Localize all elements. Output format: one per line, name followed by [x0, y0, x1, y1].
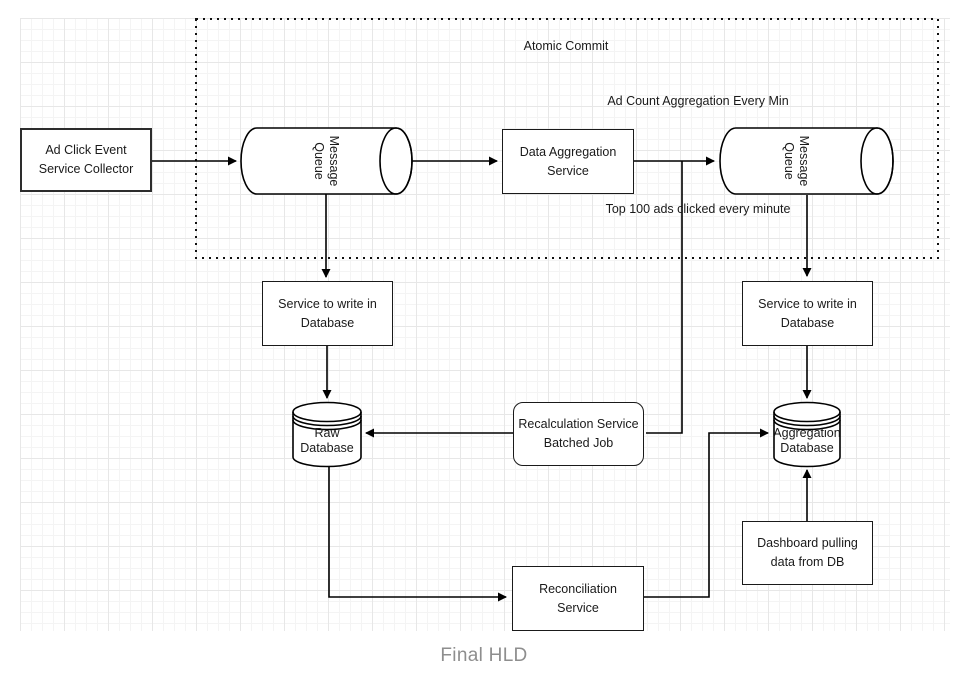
diagram-caption: Final HLD: [440, 645, 528, 666]
annotation-atomic-commit: Atomic Commit: [523, 39, 609, 53]
connector-branch-to-recalculation: [646, 161, 683, 434]
message-queue-2-shape: [719, 127, 894, 195]
node-recalculation-service: Recalculation Service Batched Job: [513, 402, 644, 466]
atomic-commit-boundary: [195, 18, 939, 259]
connector-raw-db-to-reconciliation: [328, 466, 507, 602]
message-queue-1-shape: [240, 127, 413, 195]
connectors: [152, 156, 812, 602]
connector-reconciliation-to-aggregation-db: [644, 428, 769, 598]
node-service-write-db-right: Service to write in Database: [742, 281, 873, 346]
aggregation-database-shape: [773, 401, 841, 468]
annotation-ad-count-aggregation: Ad Count Aggregation Every Min: [607, 94, 789, 108]
node-ad-click-collector: Ad Click Event Service Collector: [20, 128, 152, 192]
node-service-write-db-left: Service to write in Database: [262, 281, 393, 346]
node-dashboard: Dashboard pulling data from DB: [742, 521, 873, 585]
raw-database-shape: [292, 401, 362, 468]
node-reconciliation-service: Reconciliation Service: [512, 566, 644, 631]
annotation-top-100-ads: Top 100 ads clicked every minute: [605, 202, 791, 216]
node-data-aggregation-service: Data Aggregation Service: [502, 129, 634, 194]
